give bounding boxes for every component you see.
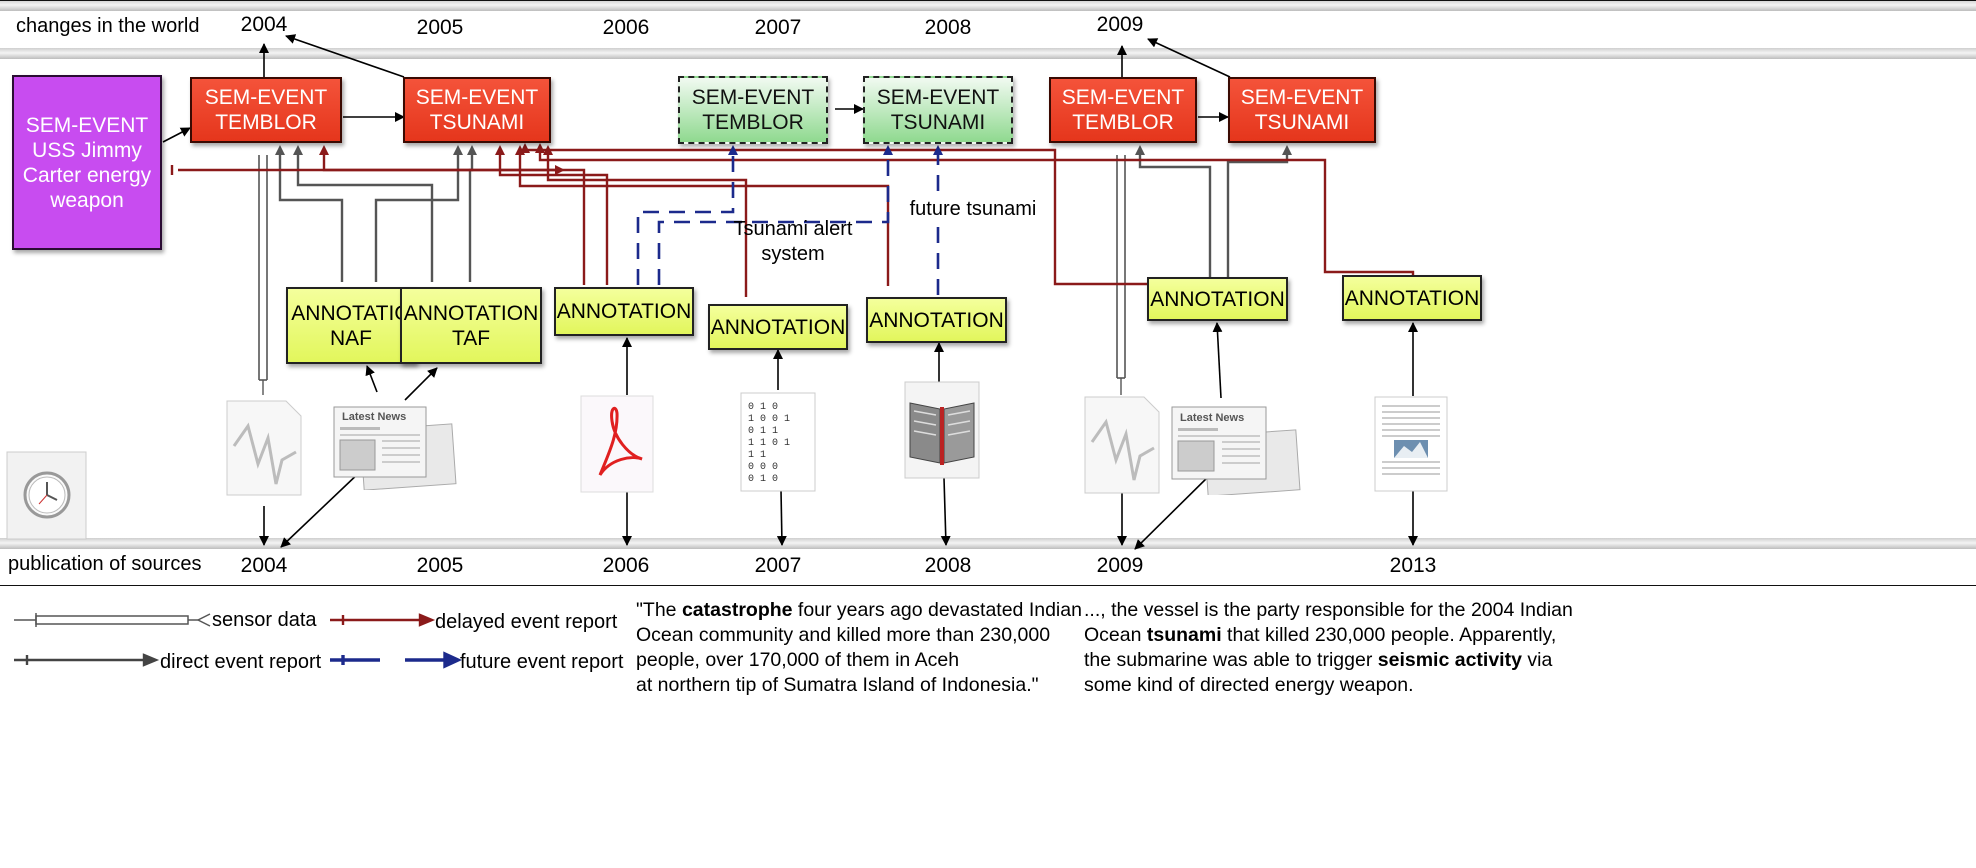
bottom-year-2004: 2004 (240, 554, 288, 577)
svg-text:Latest News: Latest News (1180, 412, 1244, 424)
spreadsheet-icon (1374, 396, 1448, 492)
svg-text:0 0 0: 0 0 0 (748, 462, 778, 473)
future-sem-event-temblor[interactable]: SEM-EVENT TEMBLOR (678, 76, 828, 144)
legend-direct-symbol (14, 653, 160, 667)
publication-row-line (0, 585, 1976, 586)
publication-band (0, 538, 1976, 549)
pdf-icon (580, 395, 654, 493)
legend-sensor-label: sensor data (212, 609, 317, 631)
annotation-2009[interactable]: ANNOTATION (1147, 277, 1288, 321)
sem-event-temblor-2004[interactable]: SEM-EVENT TEMBLOR (190, 77, 342, 143)
sensor-data-tails (262, 378, 1122, 395)
top-year-2009: 2009 (1096, 13, 1144, 36)
annotation-2013[interactable]: ANNOTATION (1342, 275, 1482, 321)
svg-text:0 1 0: 0 1 0 (748, 474, 778, 485)
annotation-2008[interactable]: ANNOTATION (866, 297, 1007, 343)
future-sem-event-tsunami[interactable]: SEM-EVENT TSUNAMI (863, 76, 1013, 144)
sem-event-tsunami-2004[interactable]: SEM-EVENT TSUNAMI (403, 77, 551, 143)
bottom-year-2009: 2009 (1096, 554, 1144, 577)
annotation-naf[interactable]: ANNOTATIO NAF (286, 287, 416, 364)
book-icon (904, 381, 980, 479)
future-tsunami-note: future tsunami (905, 197, 1041, 222)
legend-delayed-symbol (330, 613, 436, 627)
top-year-2006: 2006 (602, 16, 650, 39)
legend-future-label: future event report (460, 651, 624, 673)
publication-row-label: publication of sources (8, 553, 202, 575)
tsunami-alert-system-note: Tsunami alert system (733, 218, 853, 265)
sensor-chart-icon (1084, 396, 1160, 494)
sem-event-temblor-2009[interactable]: SEM-EVENT TEMBLOR (1049, 77, 1197, 143)
svg-text:Latest News: Latest News (342, 411, 406, 423)
bottom-year-2005: 2005 (416, 554, 464, 577)
sem-event-uss-jimmy-carter[interactable]: SEM-EVENT USS Jimmy Carter energy weapon (12, 75, 162, 250)
causal-arrows (162, 34, 1418, 550)
future-event-reports (636, 145, 943, 295)
legend-symbols (14, 613, 463, 669)
svg-text:0 1 1: 0 1 1 (748, 426, 778, 437)
top-year-2008: 2008 (924, 16, 972, 39)
annotation-taf[interactable]: ANNOTATION TAF (400, 287, 542, 364)
legend-sensor-symbol (14, 613, 211, 627)
delayed-event-reports (178, 143, 1415, 297)
top-band (0, 0, 1976, 11)
top-year-2007: 2007 (754, 16, 802, 39)
bottom-year-2007: 2007 (754, 554, 802, 577)
annotation-2007[interactable]: ANNOTATION (708, 304, 848, 350)
sensor-chart-icon (226, 400, 302, 496)
bottom-year-2008: 2008 (924, 554, 972, 577)
bottom-year-2013: 2013 (1389, 554, 1437, 577)
legend-direct-label: direct event report (160, 651, 322, 673)
annotation-2006[interactable]: ANNOTATION (554, 287, 694, 336)
svg-text:1 1 0 1: 1 1 0 1 (748, 438, 790, 449)
sensor-data-lines (258, 155, 1126, 381)
top-year-2004: 2004 (240, 13, 288, 36)
top-edge-line (0, 0, 1976, 1)
clock-icon (6, 451, 87, 540)
newspaper-icon: Latest News (333, 406, 457, 490)
newspaper-icon: Latest News (1171, 406, 1301, 495)
quote-catastrophe: "The catastrophe four years ago devastat… (636, 599, 1082, 696)
binary-data-icon: 0 1 0 1 0 0 1 0 1 1 1 1 0 1 1 1 0 0 0 0 … (740, 392, 816, 492)
legend-delayed-label: delayed event report (435, 611, 618, 633)
sem-event-tsunami-2009[interactable]: SEM-EVENT TSUNAMI (1228, 77, 1376, 143)
svg-text:0 1 0: 0 1 0 (748, 402, 778, 413)
changes-row-label: changes in the world (16, 15, 200, 37)
bottom-year-2006: 2006 (602, 554, 650, 577)
legend-future-symbol (330, 651, 463, 669)
svg-text:1 0 0 1: 1 0 0 1 (748, 414, 790, 425)
changes-band (0, 48, 1976, 59)
top-year-2005: 2005 (416, 16, 464, 39)
svg-text:1 1: 1 1 (748, 450, 766, 461)
quote-energy-weapon: ..., the vessel is the party responsible… (1084, 599, 1573, 696)
